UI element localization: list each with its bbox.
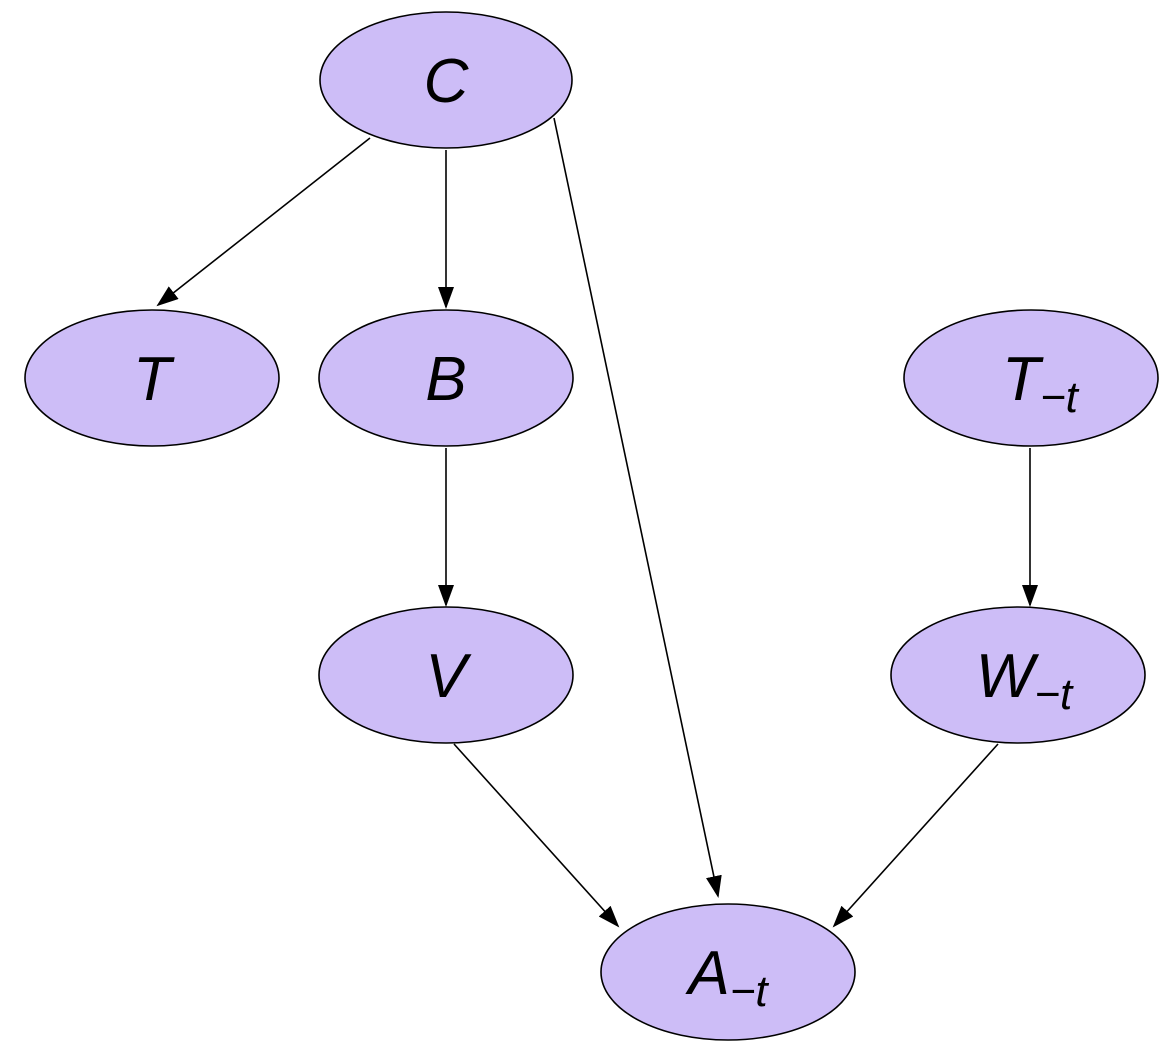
node-b-ellipse	[318, 309, 574, 447]
node-w-minus-t-label: W−t	[976, 642, 1074, 719]
edges	[156, 117, 1038, 928]
node-w-minus-t: W−t	[890, 606, 1146, 744]
node-v: V	[318, 606, 574, 744]
node-a-minus-t-label: A−t	[684, 939, 769, 1016]
node-v-label: V	[425, 642, 472, 711]
edge-v-to-a-minus-t	[453, 743, 620, 928]
node-t-minus-t: T−t	[903, 309, 1159, 447]
node-t-minus-t-ellipse	[903, 309, 1159, 447]
node-c: C	[319, 11, 573, 149]
node-c-label: C	[424, 47, 470, 116]
node-a-minus-t: A−t	[600, 903, 856, 1041]
node-t-label: T	[133, 345, 175, 414]
edge-c-to-t	[156, 137, 371, 307]
node-t: T	[24, 309, 280, 447]
edge-w-minus-t-to-a-minus-t	[832, 743, 999, 928]
edge-c-to-a-minus-t	[553, 117, 722, 898]
node-t-minus-t-label: T−t	[1002, 345, 1080, 422]
node-t-ellipse	[24, 309, 280, 447]
node-a-minus-t-ellipse	[600, 903, 856, 1041]
node-w-minus-t-ellipse	[890, 606, 1146, 744]
node-b: B	[318, 309, 574, 447]
node-b-label: B	[425, 345, 466, 414]
node-v-ellipse	[318, 606, 574, 744]
node-c-ellipse	[319, 11, 573, 149]
